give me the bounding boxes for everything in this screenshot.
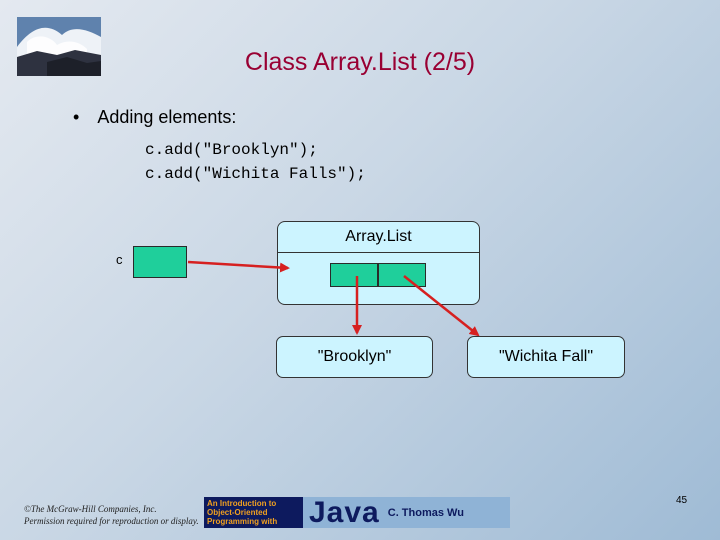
variable-label: c bbox=[116, 252, 123, 267]
object-divider bbox=[278, 252, 479, 253]
string-box-brooklyn: "Brooklyn" bbox=[276, 336, 433, 378]
slide-title: Class Array.List (2/5) bbox=[244, 48, 476, 76]
banner-author: C. Thomas Wu bbox=[387, 497, 510, 528]
bullet-marker: • bbox=[73, 107, 80, 127]
bullet-item: • Adding elements: bbox=[73, 107, 236, 128]
variable-box bbox=[133, 246, 187, 278]
banner-line-3: Programming with bbox=[207, 517, 278, 526]
arrow-slot1-to-wichita bbox=[403, 275, 480, 337]
banner-line-1: An Introduction to bbox=[207, 499, 277, 508]
arrow-c-to-arraylist bbox=[187, 260, 290, 273]
array-slot-0 bbox=[330, 263, 378, 287]
wave-photo-icon bbox=[17, 17, 101, 76]
code-line-1: c.add("Brooklyn"); bbox=[145, 141, 318, 159]
array-slot-1 bbox=[378, 263, 426, 287]
banner-java: Java bbox=[303, 497, 388, 528]
string-box-wichita: "Wichita Fall" bbox=[467, 336, 625, 378]
bullet-text: Adding elements: bbox=[97, 107, 237, 127]
page-number: 45 bbox=[676, 495, 688, 506]
book-banner: An Introduction to Object-Oriented Progr… bbox=[204, 497, 510, 528]
banner-line-2: Object-Oriented bbox=[207, 508, 268, 517]
arraylist-title: Array.List bbox=[345, 228, 412, 245]
code-line-2: c.add("Wichita Falls"); bbox=[145, 165, 366, 183]
banner-subtitle: An Introduction to Object-Oriented Progr… bbox=[204, 499, 303, 526]
copyright-notice: ©The McGraw-Hill Companies, Inc. Permiss… bbox=[24, 504, 199, 526]
